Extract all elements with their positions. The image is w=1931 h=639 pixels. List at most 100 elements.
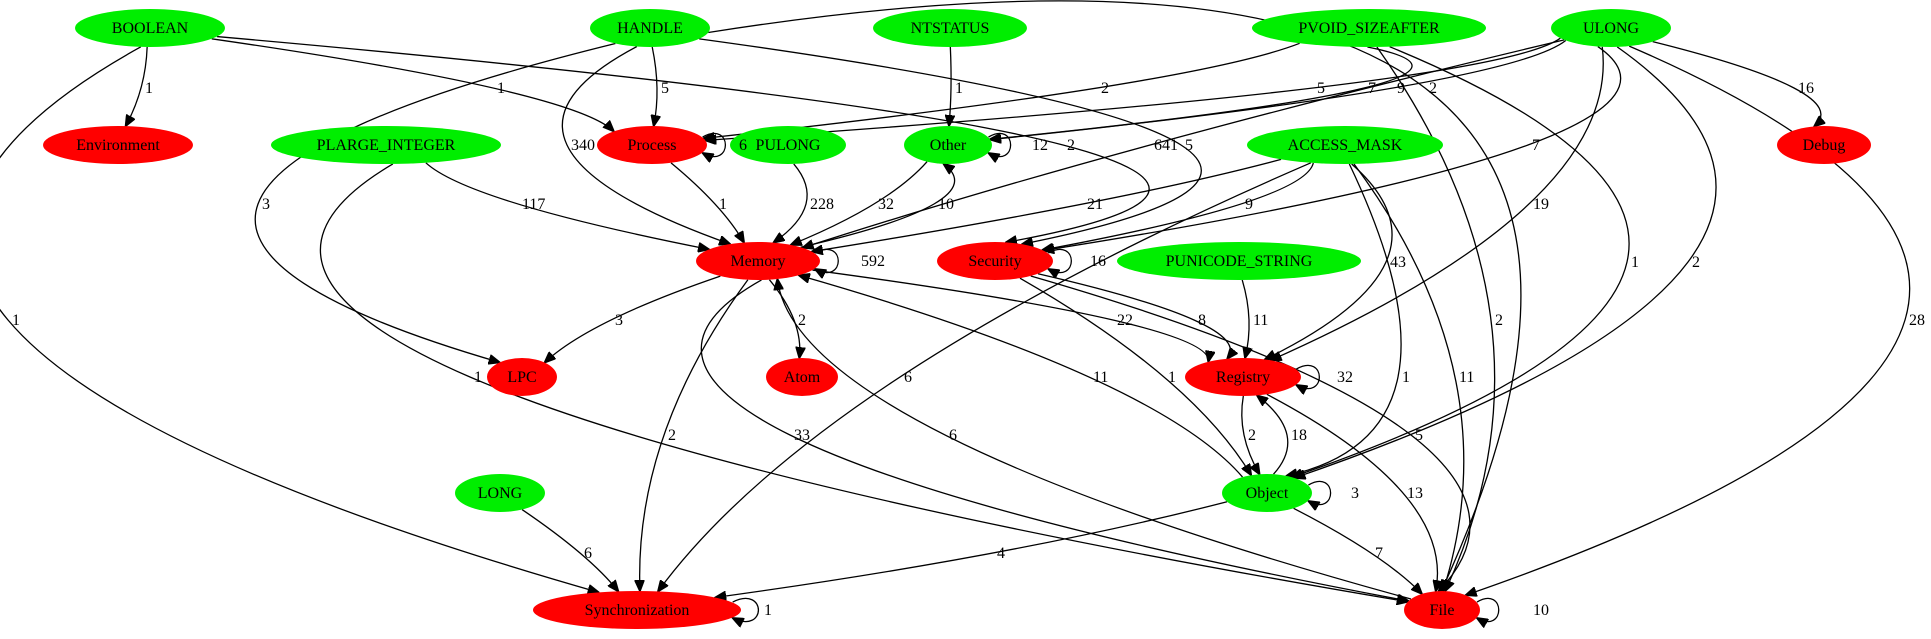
node-label: HANDLE: [617, 20, 683, 37]
node-label: PULONG: [756, 137, 821, 154]
edge-ulong-to-process: [705, 37, 1561, 140]
node-lpc: LPC: [487, 358, 557, 396]
edge-pvoid_sizeafter-to-file: [1376, 46, 1496, 591]
node-atom: Atom: [766, 358, 838, 396]
edge-punicode_string-to-registry: [1241, 279, 1249, 358]
edge-label: 117: [522, 196, 545, 213]
node-pvoid-sizeafter: PVOID_SIZEAFTER: [1252, 9, 1486, 47]
edge-label: 5: [1185, 137, 1193, 154]
node-ulong: ULONG: [1551, 9, 1671, 47]
node-plarge-integer: PLARGE_INTEGER: [271, 126, 501, 164]
edge-label: 1: [1631, 254, 1639, 271]
node-memory: Memory: [696, 242, 820, 280]
node-security: Security: [937, 242, 1053, 280]
edge-boolean-to-synchronization: [0, 46, 599, 592]
edge-label: 9: [1397, 80, 1405, 97]
edge-layer: [0, 0, 1911, 622]
edge-memory-to-other: [800, 164, 955, 248]
edge-memory-to-synchronization: [640, 279, 749, 591]
edge-handle-to-security: [699, 38, 1202, 244]
node-synchronization: Synchronization: [533, 591, 741, 629]
node-shape: [75, 9, 225, 47]
node-label: LONG: [478, 485, 523, 502]
edge-boolean-to-process: [211, 38, 614, 132]
edge-security-to-object: [1019, 277, 1251, 475]
edge-label: 5: [661, 80, 669, 97]
node-shape: [937, 242, 1053, 280]
edge-label: 228: [810, 196, 834, 213]
edge-boolean-to-security: [216, 35, 1150, 243]
edge-other-to-memory: [791, 161, 928, 245]
edge-label: 13: [1407, 485, 1423, 502]
edge-label: 2: [1495, 312, 1503, 329]
node-shape: [1551, 9, 1671, 47]
edge-label: 7: [1368, 80, 1376, 97]
edge-access_mask-to-registry: [1265, 163, 1393, 359]
edge-memory-to-lpc: [545, 275, 721, 362]
node-environment: Environment: [43, 126, 193, 164]
edge-label: 1: [12, 312, 20, 329]
node-label: PLARGE_INTEGER: [317, 137, 456, 154]
node-label: PVOID_SIZEAFTER: [1298, 20, 1440, 37]
node-label: Environment: [76, 137, 160, 154]
node-shape: [1222, 474, 1312, 512]
node-label: PUNICODE_STRING: [1166, 253, 1313, 270]
node-file: File: [1404, 591, 1480, 629]
node-label: Synchronization: [585, 602, 690, 619]
edge-label: 8: [1198, 312, 1206, 329]
edge-label: 3: [1351, 485, 1359, 502]
edge-label: 11: [1459, 369, 1474, 386]
edge-handle-to-file: [708, 0, 1522, 591]
node-boolean: BOOLEAN: [75, 9, 225, 47]
node-shape: [43, 126, 193, 164]
node-shape: [597, 126, 707, 164]
edge-object-to-synchronization: [715, 501, 1228, 598]
edge-label: 2: [668, 427, 676, 444]
edge-label: 2: [1248, 427, 1256, 444]
node-label: Other: [930, 137, 967, 154]
edge-ulong-to-security: [1043, 46, 1622, 251]
node-long: LONG: [455, 474, 545, 512]
edge-label: 3: [615, 312, 623, 329]
edge-label: 6: [904, 369, 912, 386]
edge-label: 7: [1532, 137, 1540, 154]
edge-boolean-to-environment: [126, 46, 148, 126]
node-shape: [1777, 126, 1871, 164]
edge-pvoid_sizeafter-to-object: [1292, 46, 1630, 477]
edge-label: 28: [1909, 312, 1925, 329]
node-shape: [271, 126, 501, 164]
node-label: Debug: [1803, 137, 1846, 154]
edge-label: 10: [1533, 602, 1549, 619]
edge-ulong-to-object: [1294, 46, 1717, 478]
node-label: Atom: [784, 369, 821, 386]
edge-ulong-to-other: [990, 39, 1567, 139]
edge-security-to-file: [1030, 275, 1471, 591]
edge-registry-to-file: [1266, 393, 1438, 591]
edge-process-to-memory: [670, 162, 744, 243]
edge-security-to-security: [1048, 248, 1072, 272]
edge-handle-to-process: [652, 46, 657, 126]
edge-object-to-file: [1293, 507, 1422, 594]
node-shape: [487, 358, 557, 396]
node-process: Process: [597, 126, 707, 164]
node-label: File: [1430, 602, 1455, 619]
edge-pulong-to-memory: [773, 163, 808, 243]
node-debug: Debug: [1777, 126, 1871, 164]
edge-label: 33: [794, 427, 810, 444]
node-label: ULONG: [1583, 20, 1639, 37]
node-shape: [590, 9, 710, 47]
edge-label: 2: [1067, 137, 1075, 154]
node-shape: [696, 242, 820, 280]
node-handle: HANDLE: [590, 9, 710, 47]
edge-label: 340: [571, 137, 595, 154]
edge-synchronization-to-synchronization: [733, 597, 760, 621]
edge-label: 1: [719, 196, 727, 213]
edge-label: 9: [1245, 196, 1253, 213]
edge-ulong-to-file: [1466, 45, 1911, 595]
edge-label: 2: [1101, 80, 1109, 97]
edge-label: 5: [1317, 80, 1325, 97]
edge-file-to-memory: [777, 279, 1412, 600]
